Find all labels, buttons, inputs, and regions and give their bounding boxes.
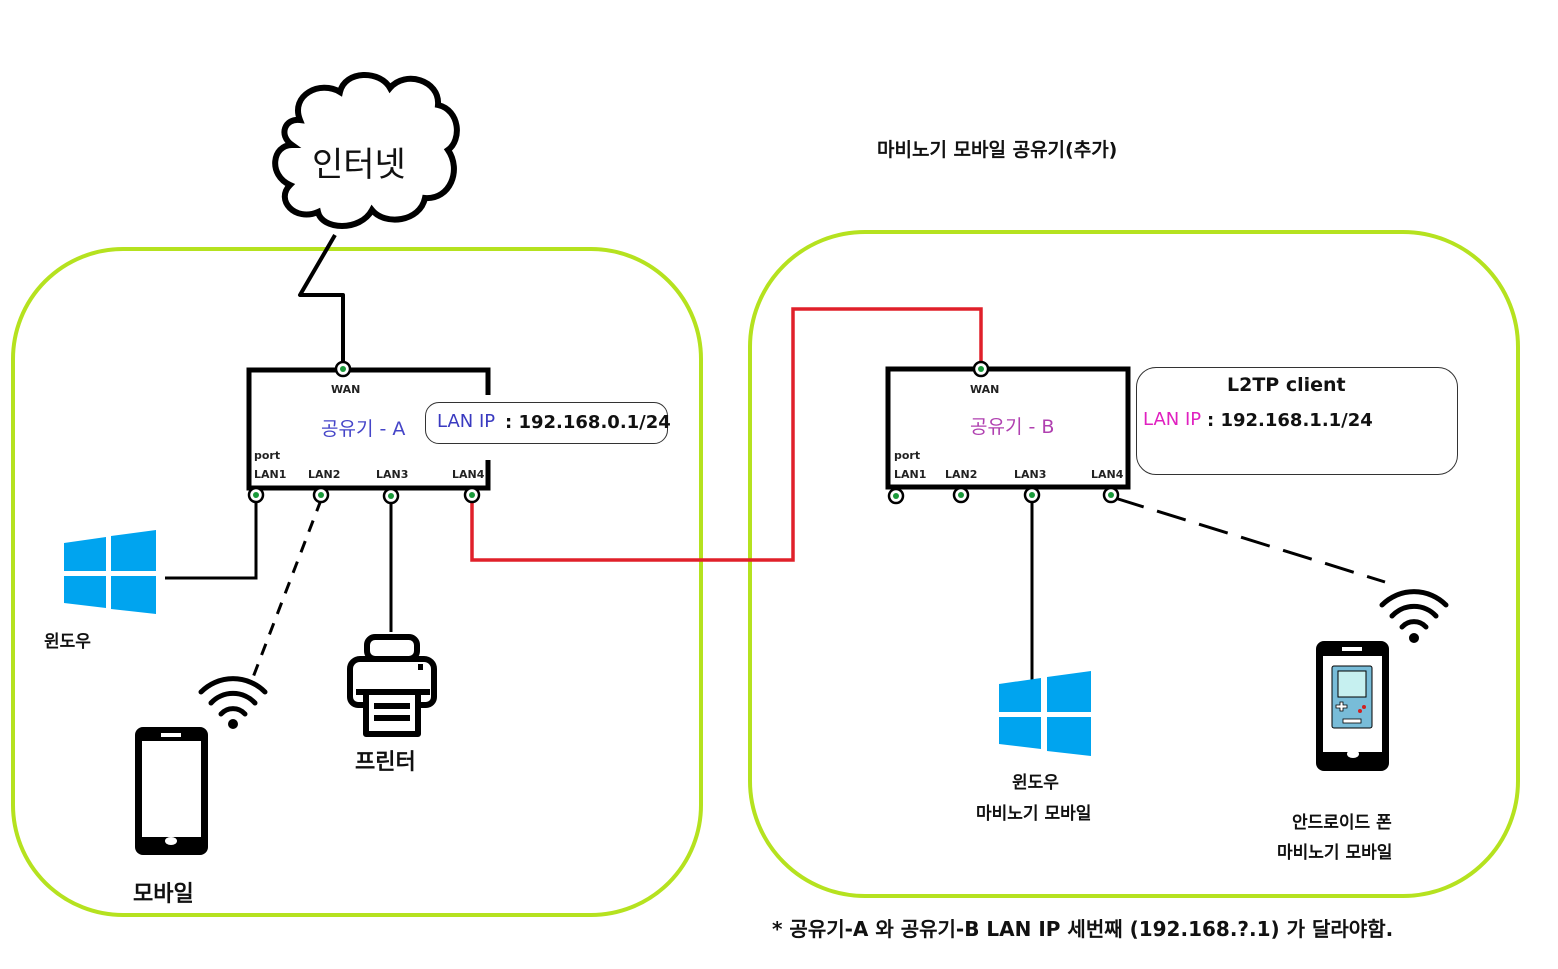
router-b-wan-label: WAN — [970, 383, 1000, 396]
router-b-wan-port — [972, 360, 990, 378]
cable-lan2-wifi — [250, 499, 323, 681]
router-b-lan1-label: LAN1 — [894, 468, 927, 481]
router-a-lan-ip-value: : 192.168.0.1/24 — [505, 412, 671, 433]
cloud-icon — [272, 72, 460, 229]
separator: : — [1207, 410, 1221, 431]
windows-b-label-line1: 윈도우 — [1012, 773, 1059, 793]
windows-a-label: 윈도우 — [44, 632, 91, 652]
router-a-lan4-label: LAN4 — [452, 468, 485, 481]
wan-cable-a — [298, 233, 345, 368]
router-b-lan-ip-value: : 192.168.1.1/24 — [1207, 410, 1373, 431]
zone-router-b — [748, 230, 1520, 898]
router-b-lan3-port — [1023, 486, 1041, 504]
router-a-lan4-port — [463, 486, 481, 504]
router-a-port-label: port — [254, 449, 281, 462]
router-b-lan2-label: LAN2 — [945, 468, 978, 481]
cable-lan1-windows — [165, 496, 258, 580]
router-a-lan3-port — [382, 487, 400, 505]
diagram-title: 마비노기 모바일 공유기(추가) — [877, 139, 1118, 161]
router-b-lan4-label: LAN4 — [1091, 468, 1124, 481]
router-a-lan1-port — [247, 486, 265, 504]
wifi-icon-b — [1379, 589, 1449, 643]
router-a-ip-box: LAN IP : 192.168.0.1/24 — [425, 402, 671, 444]
router-a-lan3-label: LAN3 — [376, 468, 409, 481]
android-phone-icon — [1316, 641, 1389, 771]
router-b-lan2-port — [952, 486, 970, 504]
router-b-lan-ip-label: LAN IP — [1143, 409, 1202, 430]
router-b-lan3-label: LAN3 — [1014, 468, 1047, 481]
router-b-box — [885, 366, 1131, 490]
game-console-icon — [1331, 665, 1373, 729]
router-a-name: 공유기 - A — [321, 418, 406, 440]
footnote: * 공유기-A 와 공유기-B LAN IP 세번째 (192.168.?.1)… — [772, 917, 1394, 941]
router-b-lan4-port — [1102, 486, 1120, 504]
router-a-lan1-label: LAN1 — [254, 468, 287, 481]
router-a-lan-ip-label: LAN IP — [437, 411, 496, 432]
mobile-label: 모바일 — [133, 882, 194, 907]
mobile-phone-icon — [135, 727, 208, 855]
android-label-line2: 마비노기 모바일 — [1277, 843, 1393, 863]
router-b-name: 공유기 - B — [970, 416, 1055, 438]
router-b-port-label: port — [894, 449, 921, 462]
zone-router-a — [11, 247, 703, 917]
red-cable-a-to-b — [470, 307, 983, 562]
router-b-mode-label: L2TP client — [1227, 374, 1346, 396]
android-label-line1: 안드로이드 폰 — [1292, 813, 1392, 833]
internet-label: 인터넷 — [312, 145, 406, 185]
cable-b-lan4-wifi — [1114, 496, 1386, 584]
router-a-box — [246, 367, 491, 491]
separator: : — [505, 412, 519, 433]
router-a-wan-port — [334, 360, 352, 378]
printer-label: 프린터 — [355, 750, 416, 775]
printer-icon — [347, 634, 437, 737]
router-b-lan1-port — [887, 487, 905, 505]
router-a-wan-label: WAN — [331, 383, 361, 396]
windows-icon-a — [64, 530, 156, 614]
windows-icon-b — [999, 671, 1091, 756]
wifi-icon-a — [198, 676, 268, 729]
windows-b-label-line2: 마비노기 모바일 — [976, 804, 1092, 824]
router-b-ip-box: L2TP client LAN IP : 192.168.1.1/24 — [1136, 367, 1458, 475]
ip-value: 192.168.1.1/24 — [1220, 410, 1373, 431]
router-a-lan2-label: LAN2 — [308, 468, 341, 481]
router-a-lan2-port — [312, 486, 330, 504]
ip-value: 192.168.0.1/24 — [518, 412, 671, 433]
